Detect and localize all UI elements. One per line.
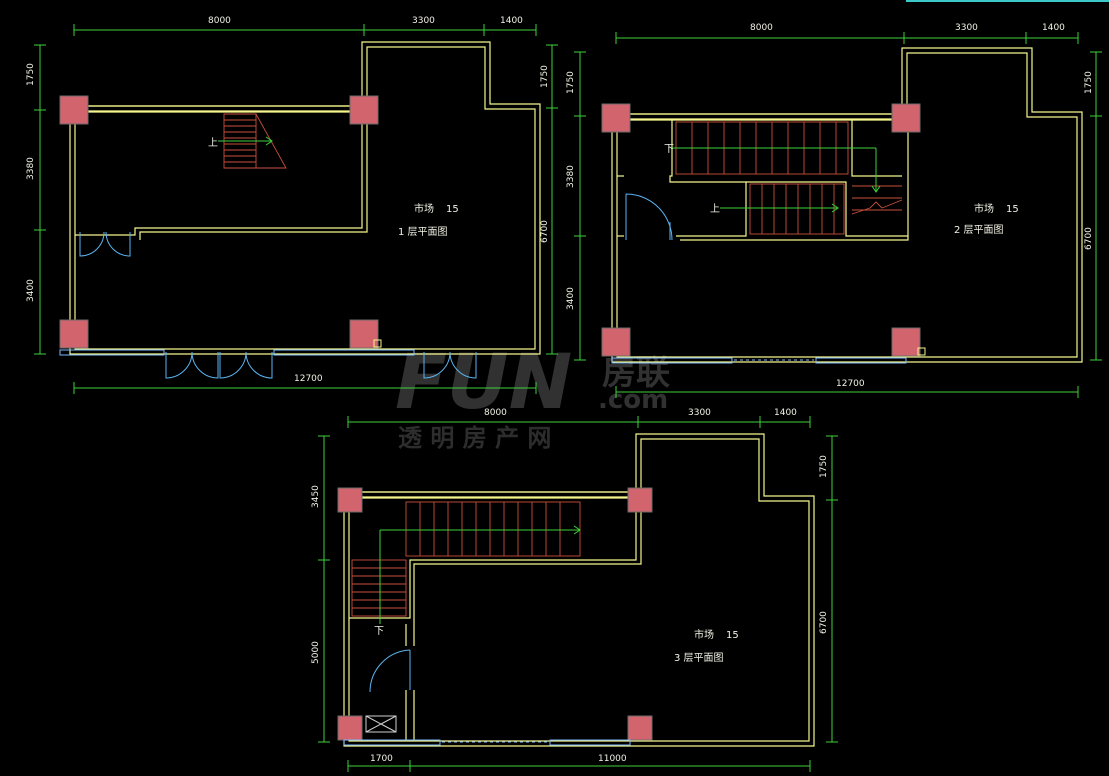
- floor-1-column: [349, 95, 379, 125]
- floor-2-stairs: [672, 121, 903, 235]
- watermark-domain: .com: [598, 385, 668, 415]
- watermark-tagline: 透 明 房 产 网: [398, 424, 551, 452]
- floor-3-dimensions: [318, 416, 838, 772]
- floor-2-column: [891, 327, 921, 357]
- floor-3-walls: [343, 433, 815, 747]
- floor-3-dim-left-1: 3450: [311, 485, 321, 508]
- floor-3-dim-top-2: 3300: [688, 408, 711, 418]
- floor-2-column: [891, 103, 921, 133]
- floor-2-stair-mark-up: 上: [710, 203, 720, 215]
- floor-2-plan: 8000 3300 1400 1750 3380 3400 1750 6700 …: [566, 23, 1102, 398]
- floor-3-stair-mark: 下: [374, 626, 384, 637]
- floor-2-stair-mark-down: 下: [664, 144, 674, 155]
- floor-1-dim-top-1: 8000: [208, 16, 231, 26]
- watermark-brand-cn: 房联: [602, 353, 670, 393]
- floor-3-dim-bottom-2: 11000: [598, 754, 627, 764]
- floor-3-dim-top-1: 8000: [484, 408, 507, 418]
- floor-1-dim-left-2: 3380: [26, 157, 36, 180]
- floor-1-walls: [69, 41, 541, 355]
- floor-3-column: [337, 715, 363, 741]
- watermark: FUN 房联 .com 透 明 房 产 网: [395, 337, 670, 452]
- floor-2-column: [601, 327, 631, 357]
- floor-1-room-number: 15: [446, 204, 459, 215]
- floor-3-column: [337, 487, 363, 513]
- floor-3-room-name: 市场: [694, 628, 714, 641]
- floor-2-dim-top-2: 3300: [955, 23, 978, 33]
- floor-2-room-name: 市场: [974, 202, 994, 215]
- floor-2-dim-bottom: 12700: [836, 379, 865, 389]
- floor-1-dim-right: 6700: [540, 220, 550, 243]
- floor-1-plan: 8000 3300 1400 1750 3380 3400 1750 6700 …: [26, 16, 558, 394]
- floor-1-dimensions: [34, 24, 558, 394]
- floor-2-dim-top-1: 8000: [750, 23, 773, 33]
- floor-3-dim-bottom-1: 1700: [370, 754, 393, 764]
- floor-3-windows: [343, 739, 631, 746]
- floor-1-column: [59, 319, 89, 349]
- floor-1-dim-top-2: 3300: [412, 16, 435, 26]
- floor-1-title: 1 层平面图: [398, 226, 448, 238]
- floor-3-dim-top-3: 1400: [774, 408, 797, 418]
- floor-2-walls: [611, 47, 1083, 363]
- floor-2-room-number: 15: [1006, 204, 1019, 215]
- floor-3-stairs: [351, 501, 581, 624]
- floor-3-column: [627, 487, 653, 513]
- floor-2-dim-left-2: 3380: [566, 165, 576, 188]
- floor-3-room-number: 15: [726, 630, 739, 641]
- floor-2-dim-left-3: 3400: [566, 287, 576, 310]
- floor-1-room-name: 市场: [414, 202, 434, 215]
- floor-3-doors: [369, 649, 411, 693]
- floor-2-dimensions: [574, 32, 1102, 398]
- floor-1-dim-right-top: 1750: [540, 65, 550, 88]
- floor-2-doors: [625, 193, 673, 241]
- floor-2-dim-top-3: 1400: [1042, 23, 1065, 33]
- watermark-brand: FUN: [395, 337, 572, 426]
- floor-1-column: [59, 95, 89, 125]
- floor-3-plan: 8000 3300 1400 3450 5000 1750 6700 1700 …: [311, 408, 838, 772]
- floor-1-stair-mark: 上: [208, 137, 218, 149]
- floor-1-dim-left-1: 1750: [26, 63, 36, 86]
- floor-1-windows: [59, 349, 415, 356]
- floor-3-title: 3 层平面图: [674, 652, 724, 664]
- floor-1-doors: [79, 231, 477, 379]
- floor-2-column-small: [917, 347, 926, 356]
- floor-2-dim-right: 6700: [1084, 227, 1094, 250]
- floor-2-title: 2 层平面图: [954, 224, 1004, 236]
- floor-2-windows: [611, 357, 907, 364]
- floor-2-dim-left-1: 1750: [566, 71, 576, 94]
- floor-3-dim-right: 6700: [819, 611, 829, 634]
- floor-3-dim-right-top: 1750: [819, 455, 829, 478]
- floor-2-dim-right-top: 1750: [1084, 71, 1094, 94]
- floor-3-column: [627, 715, 653, 741]
- floor-1-dim-top-3: 1400: [500, 16, 523, 26]
- floor-3-fixture: [365, 715, 397, 733]
- floor-1-dim-left-3: 3400: [26, 279, 36, 302]
- floor-3-dim-left-2: 5000: [311, 641, 321, 664]
- floor-1-column-small: [373, 339, 382, 348]
- floor-1-stair: [218, 113, 287, 169]
- floor-1-dim-bottom: 12700: [294, 374, 323, 384]
- floor-2-column: [601, 103, 631, 133]
- floor-1-column: [349, 319, 379, 349]
